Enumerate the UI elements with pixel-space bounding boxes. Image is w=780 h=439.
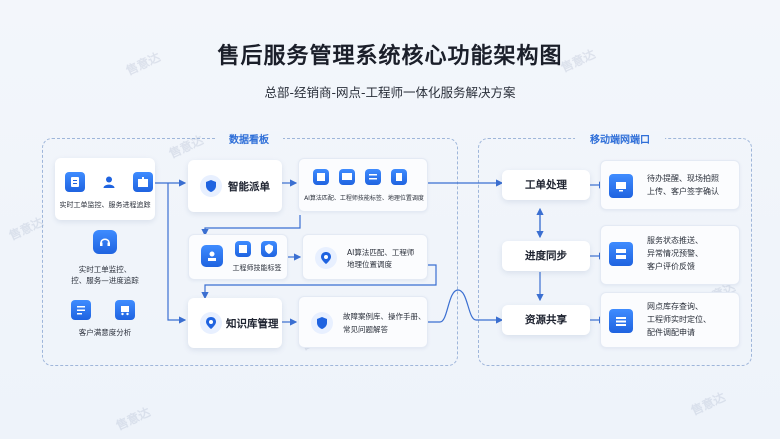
satisfaction-block: 客户满意度分析 bbox=[55, 296, 155, 346]
dispatch-detail-text: AI算法匹配、工程师技能标签、地理位置调度 bbox=[304, 195, 424, 202]
progress-detail-line3: 客户评价反馈 bbox=[647, 262, 695, 271]
tracking-block: 实时工单监控、 控、服务—进度追踪 bbox=[55, 228, 155, 290]
support-icon bbox=[93, 230, 117, 254]
list-icon bbox=[71, 300, 91, 320]
work-order-detail-line2: 上传、客户签字确认 bbox=[647, 187, 719, 196]
resource-share-node[interactable]: 资源共享 bbox=[502, 305, 590, 335]
work-order-detail-card: 待办提醒、现场拍照 上传、客户签字确认 bbox=[600, 160, 740, 210]
resource-detail-card: 网点库存查询、 工程师实时定位、 配件调配申请 bbox=[600, 292, 740, 348]
work-order-label: 工单处理 bbox=[525, 179, 567, 191]
cart-icon bbox=[115, 300, 135, 320]
kb-detail-line2: 常见问题解答 bbox=[343, 325, 388, 334]
monitor-card-text: 实时工单监控、服务进程追踪 bbox=[59, 201, 151, 209]
doc-icon bbox=[313, 169, 329, 185]
shield-icon bbox=[311, 312, 333, 334]
page-title: 售后服务管理系统核心功能架构图 bbox=[217, 44, 563, 69]
tracking-line1: 实时工单监控、 bbox=[78, 265, 132, 274]
progress-detail-line2: 异常情况预警、 bbox=[647, 249, 703, 258]
skill-tags-card: 工程师技能标签 bbox=[188, 234, 288, 280]
monitor-card[interactable]: 实时工单监控、服务进程追踪 bbox=[55, 158, 155, 220]
doc-icon bbox=[235, 241, 251, 257]
progress-sync-node[interactable]: 进度同步 bbox=[502, 241, 590, 271]
knowledge-base-node[interactable]: 知识库管理 bbox=[188, 298, 282, 348]
tracking-line2: 控、服务—进度追踪 bbox=[71, 276, 139, 285]
smart-dispatch-node[interactable]: 智能派单 bbox=[188, 160, 282, 212]
knowledge-base-label: 知识库管理 bbox=[226, 318, 279, 330]
user-icon bbox=[99, 172, 119, 192]
user-icon bbox=[201, 245, 223, 267]
work-order-node[interactable]: 工单处理 bbox=[502, 170, 590, 200]
pin-icon bbox=[200, 312, 222, 334]
resource-share-label: 资源共享 bbox=[525, 314, 567, 326]
shield-icon bbox=[261, 241, 277, 257]
stack-icon bbox=[609, 309, 633, 333]
resource-detail-line2: 工程师实时定位、 bbox=[647, 315, 711, 324]
resource-detail-line1: 网点库存查询、 bbox=[647, 302, 703, 311]
kb-detail-line1: 故障案例库、操作手册、 bbox=[343, 312, 426, 321]
mobile-panel-label: 移动端网端口 bbox=[575, 131, 665, 146]
satisfaction-text: 客户满意度分析 bbox=[78, 328, 132, 337]
pin-icon bbox=[315, 247, 337, 269]
server-icon bbox=[609, 242, 633, 266]
resource-detail-line3: 配件调配申请 bbox=[647, 328, 695, 337]
monitor-icon bbox=[609, 174, 633, 198]
monitor-icon bbox=[339, 169, 355, 185]
box-icon bbox=[133, 172, 153, 192]
ai-match-line2: 地理位置调度 bbox=[347, 260, 392, 269]
kb-detail-card: 故障案例库、操作手册、 常见问题解答 bbox=[298, 296, 428, 348]
progress-detail-line1: 服务状态推送、 bbox=[647, 236, 703, 245]
smart-dispatch-label: 智能派单 bbox=[228, 181, 270, 193]
progress-detail-card: 服务状态推送、 异常情况预警、 客户评价反馈 bbox=[600, 225, 740, 285]
ai-match-line1: AI算法匹配、工程师 bbox=[347, 248, 415, 257]
shield-icon bbox=[200, 175, 222, 197]
ai-match-card: AI算法匹配、工程师 地理位置调度 bbox=[302, 234, 428, 280]
data-dashboard-label: 数据看板 bbox=[215, 131, 283, 146]
progress-sync-label: 进度同步 bbox=[525, 250, 567, 262]
book-icon bbox=[391, 169, 407, 185]
dispatch-detail-card: AI算法匹配、工程师技能标签、地理位置调度 bbox=[298, 158, 428, 212]
list-icon bbox=[365, 169, 381, 185]
skill-tags-text: 工程师技能标签 bbox=[232, 264, 282, 272]
page-subtitle: 总部-经销商-网点-工程师一体化服务解决方案 bbox=[264, 85, 516, 100]
doc-icon bbox=[65, 172, 85, 192]
work-order-detail-line1: 待办提醒、现场拍照 bbox=[647, 174, 719, 183]
